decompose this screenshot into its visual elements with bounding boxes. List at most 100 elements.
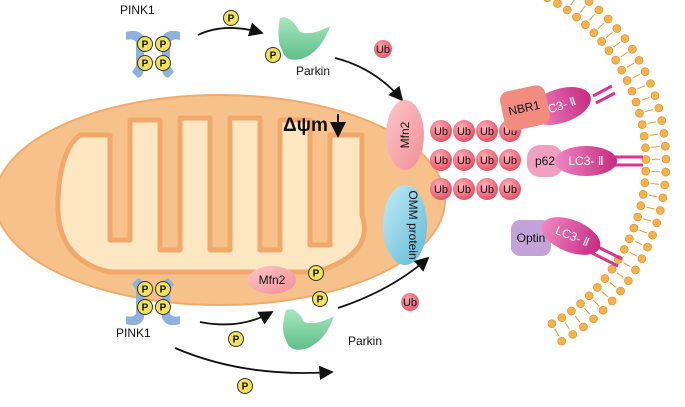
lipid-head xyxy=(604,46,614,55)
lipid-tail xyxy=(595,302,600,307)
lipid-head xyxy=(641,143,650,153)
svg-text:Ub: Ub xyxy=(376,44,390,56)
lipid-head xyxy=(557,313,567,322)
lipid-head xyxy=(640,178,650,188)
svg-text:Ub: Ub xyxy=(434,155,448,167)
lipid-head xyxy=(593,283,602,292)
lipid-tail xyxy=(647,122,653,124)
phospho-icon: P xyxy=(228,331,244,347)
lipid-tail xyxy=(643,218,648,221)
lipid-head xyxy=(572,12,581,22)
lipid-tail xyxy=(626,264,631,268)
omm-protein: OMM protein xyxy=(383,185,427,265)
parkin-top-label: Parkin xyxy=(296,64,330,78)
phospho-icon: P xyxy=(155,55,171,71)
ubiquitin: Ub xyxy=(499,149,521,171)
phospho-icon: P xyxy=(155,299,171,315)
svg-text:Ub: Ub xyxy=(403,297,417,309)
lipid-tail xyxy=(579,8,584,13)
lipid-tail xyxy=(604,293,609,298)
lipid-tail xyxy=(619,274,624,278)
ubiquitin: Ub xyxy=(476,120,498,142)
lipid-tail xyxy=(601,291,606,295)
svg-text:P: P xyxy=(160,303,167,314)
lipid-head xyxy=(661,154,671,164)
lipid-head xyxy=(658,193,668,203)
phospho-icon: P xyxy=(312,291,328,307)
lipid-head xyxy=(634,55,644,65)
lipid-head xyxy=(617,65,627,75)
lc3-bottom-anchor xyxy=(591,244,623,268)
parkin-top-protein xyxy=(278,17,330,60)
lipid-head xyxy=(553,0,562,8)
lipid-tail xyxy=(554,328,558,333)
lipid-tail xyxy=(645,97,650,100)
phospho-icon: P xyxy=(155,36,171,52)
lipid-head xyxy=(600,274,610,283)
lipid-head xyxy=(547,319,557,329)
lipid-head xyxy=(661,167,671,177)
ubiquitin: Ub xyxy=(453,149,475,171)
lipid-tail xyxy=(629,251,634,255)
lipid-head xyxy=(622,76,632,85)
membrane-potential-drop: Δψm xyxy=(283,114,346,138)
lipid-head xyxy=(562,5,572,15)
lc3-bottom: LC3- Ⅱ xyxy=(541,217,601,255)
pink1-bottom: P P P P PINK1 xyxy=(116,278,180,340)
arrow-parkin-to-omm xyxy=(337,256,430,309)
lipid-tail xyxy=(651,121,657,124)
ubiquitin-chain-3: Ub Ub Ub Ub xyxy=(430,178,521,200)
pink1-top-label: PINK1 xyxy=(120,3,155,17)
lipid-tail xyxy=(645,110,650,113)
lipid-head xyxy=(581,20,590,29)
lipid-tail xyxy=(574,315,578,320)
lipid-tail xyxy=(639,229,644,233)
svg-text:P: P xyxy=(160,285,167,296)
lipid-head xyxy=(657,116,667,125)
lipid-head xyxy=(631,97,641,107)
phospho-icon: P xyxy=(137,55,153,71)
lipid-head xyxy=(628,44,637,54)
lipid-head xyxy=(624,276,633,286)
svg-text:Ub: Ub xyxy=(503,155,517,167)
lipid-tail xyxy=(652,195,658,198)
svg-text:P: P xyxy=(317,295,324,306)
parkin-bottom-protein xyxy=(283,309,334,350)
lipid-head xyxy=(648,230,657,240)
lipid-tail xyxy=(635,73,640,77)
ubiquitin-free-bottom: Ub xyxy=(401,293,419,311)
svg-text:P: P xyxy=(228,14,235,25)
lipid-tail xyxy=(650,134,655,136)
lc3-middle-label: LC3- Ⅱ xyxy=(568,154,603,168)
ubiquitin: Ub xyxy=(476,149,498,171)
lipid-head xyxy=(589,314,598,324)
lipid-head xyxy=(612,24,622,33)
ubiquitin-free-top: Ub xyxy=(374,40,392,58)
lipid-tail xyxy=(634,240,639,244)
lipid-tail xyxy=(647,219,652,222)
lipid-head xyxy=(584,0,594,6)
parkin-top: P Parkin xyxy=(265,17,330,78)
svg-text:P: P xyxy=(270,51,277,62)
lipid-head xyxy=(579,322,588,332)
lipid-head xyxy=(631,265,640,275)
lipid-tail xyxy=(570,1,574,6)
autophagosome-membrane xyxy=(543,0,671,346)
lipid-head xyxy=(661,141,670,151)
lipid-tail xyxy=(564,322,568,327)
arrow-parkin-to-ub-chain xyxy=(334,57,404,102)
svg-text:P: P xyxy=(142,303,149,314)
parkin-bottom-label: Parkin xyxy=(348,334,382,348)
lipid-tail xyxy=(637,86,642,90)
lipid-tail xyxy=(623,52,628,56)
svg-text:Ub: Ub xyxy=(503,184,517,196)
optin: Optin xyxy=(511,220,551,256)
lipid-tail xyxy=(612,284,617,288)
lipid-tail xyxy=(609,281,614,286)
mfn2-bottom: Mfn2 P xyxy=(248,265,324,294)
ubiquitin: Ub xyxy=(499,178,521,200)
lipid-head xyxy=(650,91,660,100)
pink1-bottom-label: PINK1 xyxy=(116,326,151,340)
lipid-tail xyxy=(632,253,637,257)
